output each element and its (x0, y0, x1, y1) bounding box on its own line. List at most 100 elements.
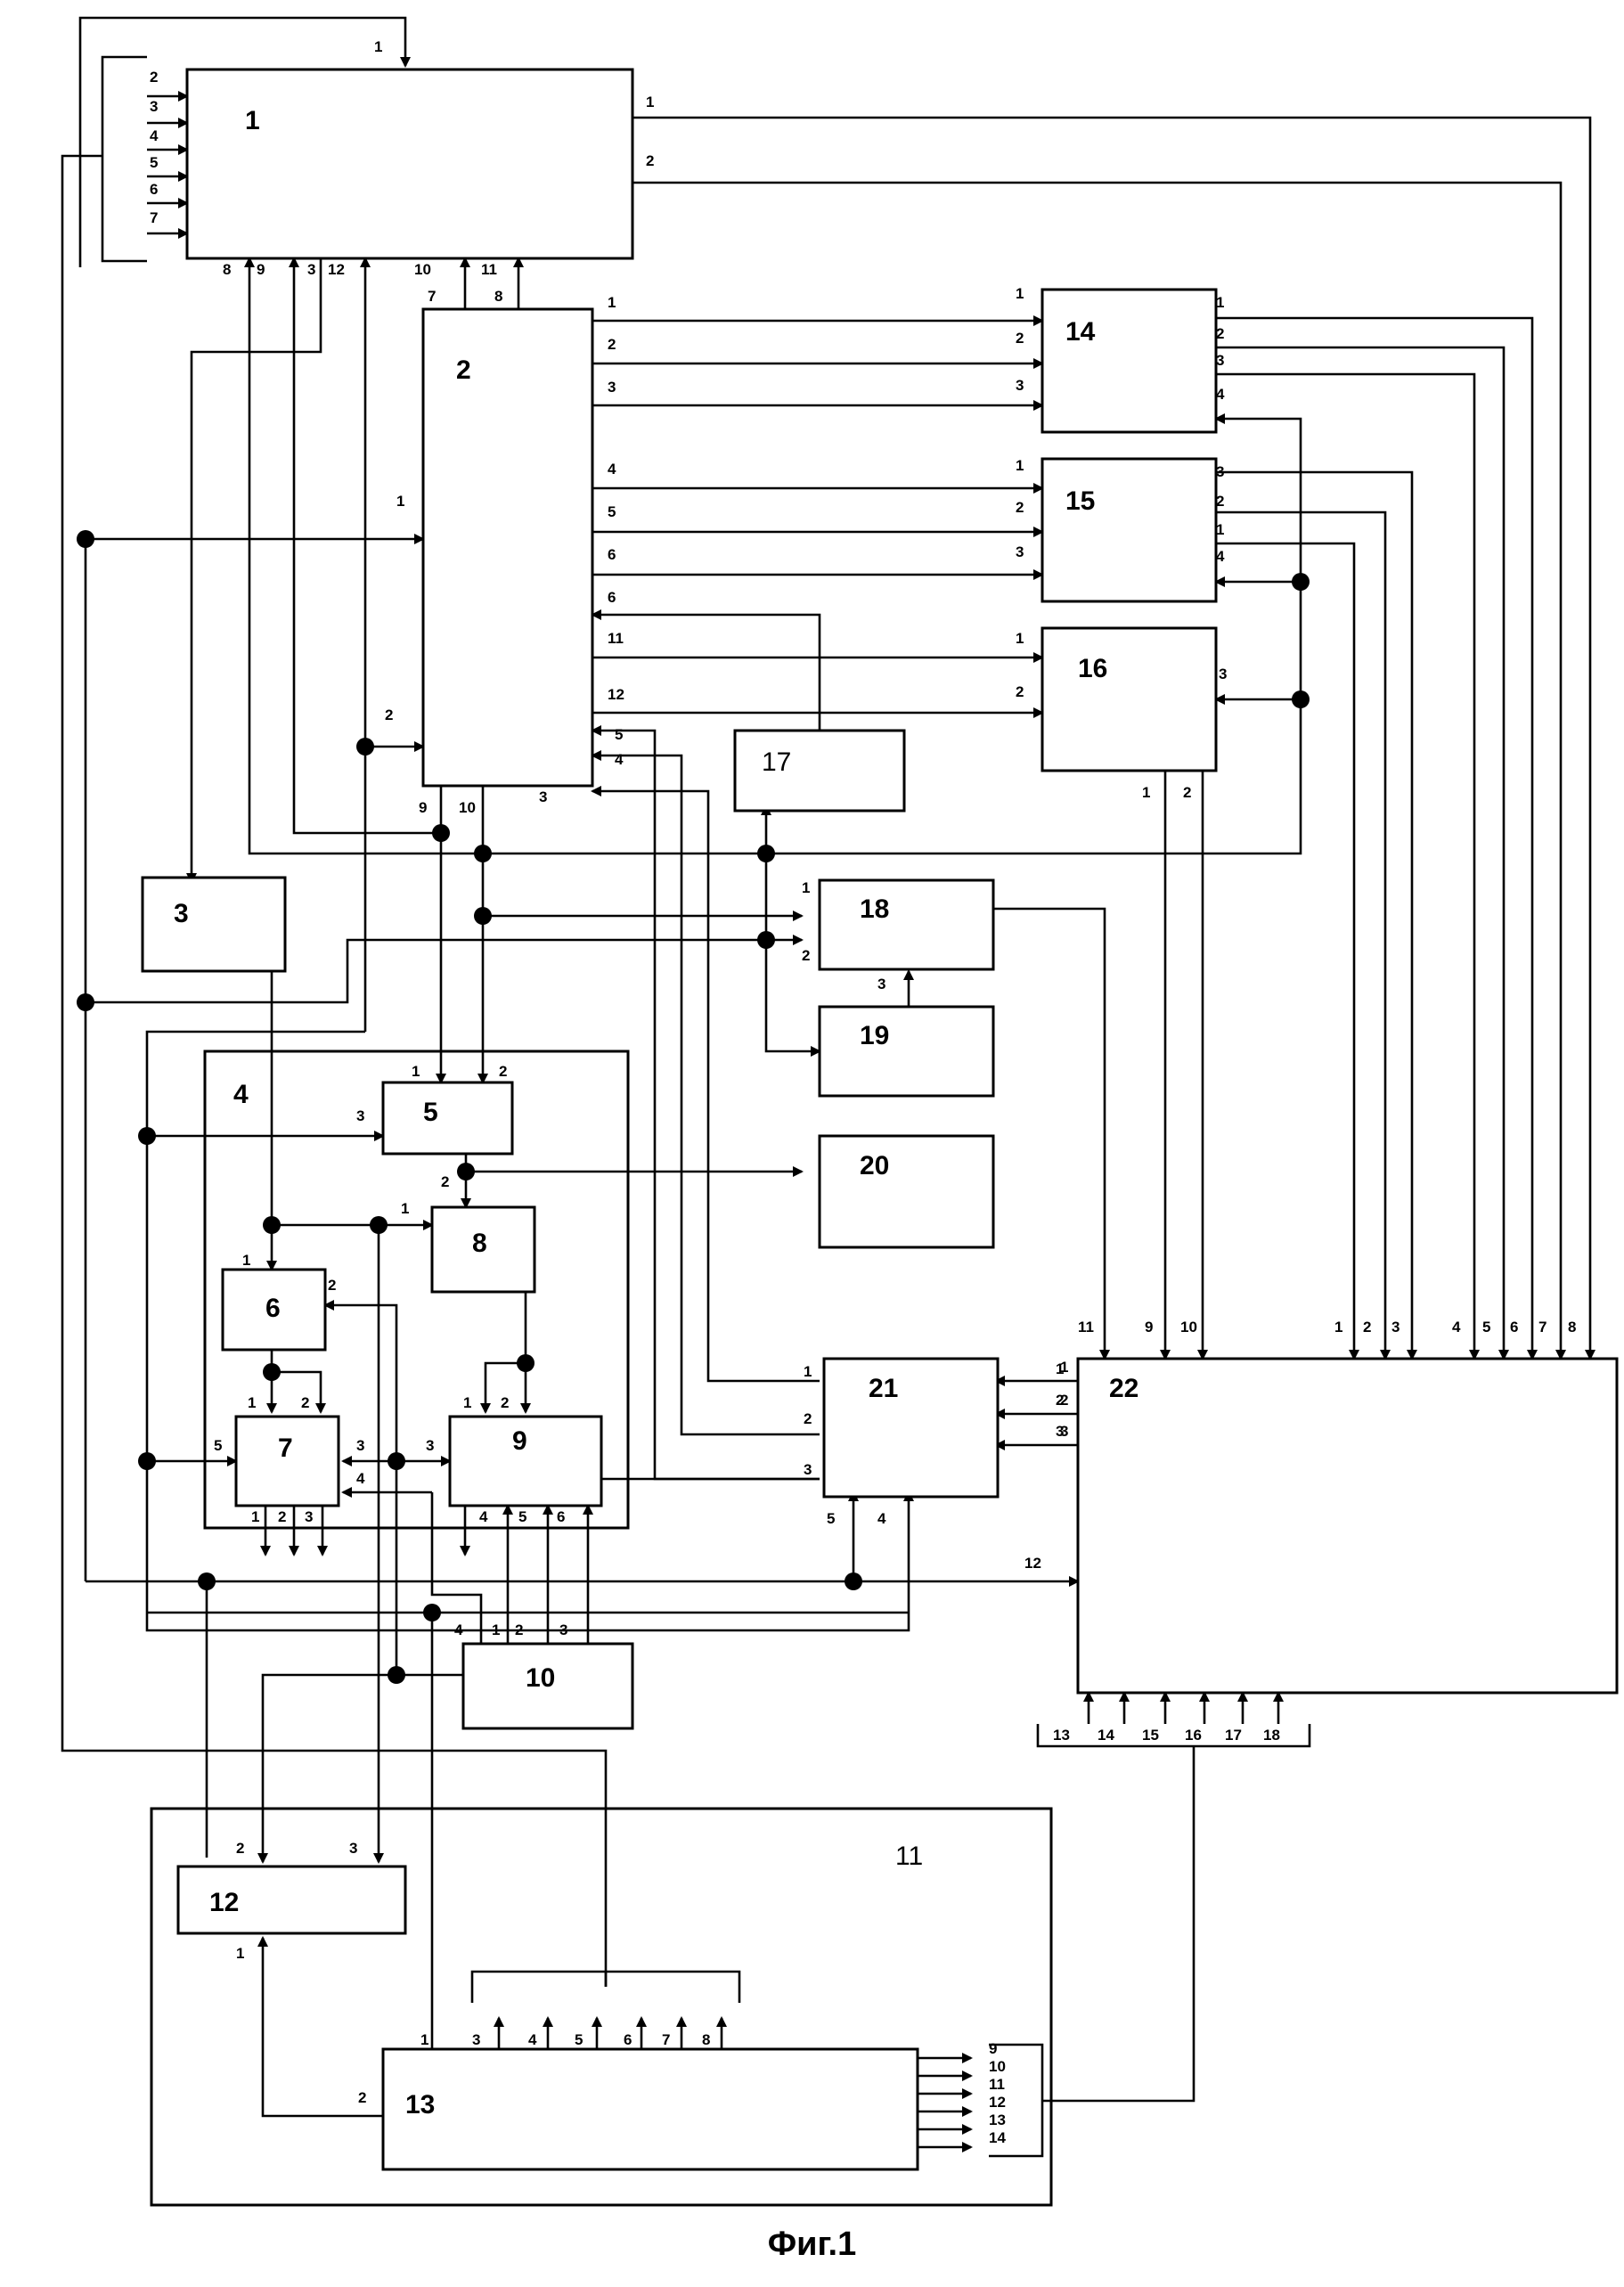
svg-text:11: 11 (989, 2076, 1005, 2093)
block-22 (1078, 1359, 1617, 1693)
svg-text:15: 15 (1142, 1727, 1159, 1744)
svg-text:3: 3 (539, 788, 547, 805)
svg-text:1: 1 (1060, 1359, 1068, 1376)
svg-text:2: 2 (515, 1621, 523, 1638)
svg-text:1: 1 (1016, 457, 1024, 474)
block-20 (820, 1136, 993, 1247)
svg-text:3: 3 (426, 1437, 434, 1454)
label-block-16: 16 (1078, 654, 1107, 683)
svg-text:2: 2 (1060, 1392, 1068, 1409)
svg-text:2: 2 (1183, 784, 1191, 801)
svg-text:5: 5 (615, 726, 623, 743)
label-block-18: 18 (860, 894, 889, 924)
svg-text:3: 3 (1219, 666, 1227, 682)
svg-text:4: 4 (1216, 548, 1225, 565)
svg-text:2: 2 (804, 1410, 812, 1427)
svg-text:4: 4 (454, 1621, 463, 1638)
figure-caption: Фиг.1 (0, 2226, 1624, 2264)
block-17 (735, 731, 904, 811)
svg-text:14: 14 (989, 2129, 1006, 2146)
label-block-21: 21 (869, 1374, 898, 1403)
svg-text:1: 1 (374, 38, 382, 55)
svg-text:3: 3 (559, 1621, 567, 1638)
svg-text:1: 1 (463, 1394, 471, 1411)
block-15 (1042, 459, 1216, 601)
svg-text:2: 2 (278, 1508, 286, 1525)
svg-text:12: 12 (608, 686, 624, 703)
svg-text:2: 2 (358, 2089, 366, 2106)
svg-text:2: 2 (1016, 499, 1024, 516)
block-1 (187, 69, 632, 258)
svg-text:12: 12 (328, 261, 345, 278)
block-13 (383, 2049, 918, 2169)
svg-text:5: 5 (575, 2031, 583, 2048)
svg-text:3: 3 (877, 976, 885, 992)
svg-text:1: 1 (401, 1200, 409, 1217)
svg-text:5: 5 (518, 1508, 526, 1525)
label-block-11: 11 (895, 1842, 923, 1871)
svg-text:1: 1 (251, 1508, 259, 1525)
svg-text:1: 1 (804, 1363, 812, 1380)
block-14 (1042, 290, 1216, 432)
svg-text:7: 7 (1538, 1319, 1546, 1335)
block-16 (1042, 628, 1216, 771)
label-block-22: 22 (1109, 1374, 1138, 1403)
label-block-6: 6 (265, 1294, 281, 1323)
label-block-9: 9 (512, 1426, 527, 1456)
svg-text:3: 3 (307, 261, 315, 278)
label-block-17: 17 (762, 747, 791, 777)
block-19 (820, 1007, 993, 1096)
svg-text:2: 2 (1216, 325, 1224, 342)
svg-text:1: 1 (1334, 1319, 1342, 1335)
svg-text:3: 3 (1216, 352, 1224, 369)
svg-text:4: 4 (528, 2031, 537, 2048)
svg-text:7: 7 (428, 288, 436, 305)
svg-text:8: 8 (1568, 1319, 1576, 1335)
svg-text:2: 2 (1216, 493, 1224, 510)
svg-text:18: 18 (1263, 1727, 1280, 1744)
block-3 (143, 878, 285, 971)
svg-text:11: 11 (608, 630, 624, 647)
svg-text:2: 2 (236, 1840, 244, 1857)
svg-text:10: 10 (459, 799, 476, 816)
blocks (143, 69, 1617, 2205)
svg-text:4: 4 (877, 1510, 886, 1527)
label-block-4: 4 (233, 1080, 249, 1109)
svg-text:17: 17 (1225, 1727, 1242, 1744)
svg-text:1: 1 (396, 493, 404, 510)
svg-text:5: 5 (827, 1510, 835, 1527)
svg-text:3: 3 (1216, 463, 1224, 480)
svg-text:1: 1 (1216, 294, 1224, 311)
svg-text:5: 5 (214, 1437, 222, 1454)
svg-text:10: 10 (414, 261, 431, 278)
svg-text:4: 4 (150, 127, 159, 144)
svg-text:3: 3 (349, 1840, 357, 1857)
svg-text:2: 2 (1016, 330, 1024, 347)
svg-text:1: 1 (1016, 630, 1024, 647)
label-block-10: 10 (526, 1663, 555, 1693)
svg-text:5: 5 (1482, 1319, 1490, 1335)
svg-text:10: 10 (1180, 1319, 1197, 1335)
svg-text:6: 6 (608, 546, 616, 563)
svg-text:7: 7 (150, 209, 158, 226)
label-block-8: 8 (472, 1229, 487, 1258)
label-block-7: 7 (278, 1433, 293, 1463)
svg-text:7: 7 (662, 2031, 670, 2048)
label-block-20: 20 (860, 1151, 889, 1180)
svg-text:6: 6 (1510, 1319, 1518, 1335)
svg-text:1: 1 (412, 1063, 420, 1080)
label-block-3: 3 (174, 899, 189, 928)
svg-text:13: 13 (989, 2111, 1006, 2128)
svg-text:8: 8 (494, 288, 502, 305)
svg-text:3: 3 (608, 379, 616, 396)
svg-text:5: 5 (150, 154, 158, 171)
svg-text:12: 12 (989, 2094, 1006, 2111)
svg-text:2: 2 (501, 1394, 509, 1411)
svg-text:6: 6 (624, 2031, 632, 2048)
svg-text:9: 9 (257, 261, 265, 278)
svg-text:2: 2 (499, 1063, 507, 1080)
block-5 (383, 1082, 512, 1154)
svg-text:2: 2 (802, 947, 810, 964)
svg-text:1: 1 (248, 1394, 256, 1411)
